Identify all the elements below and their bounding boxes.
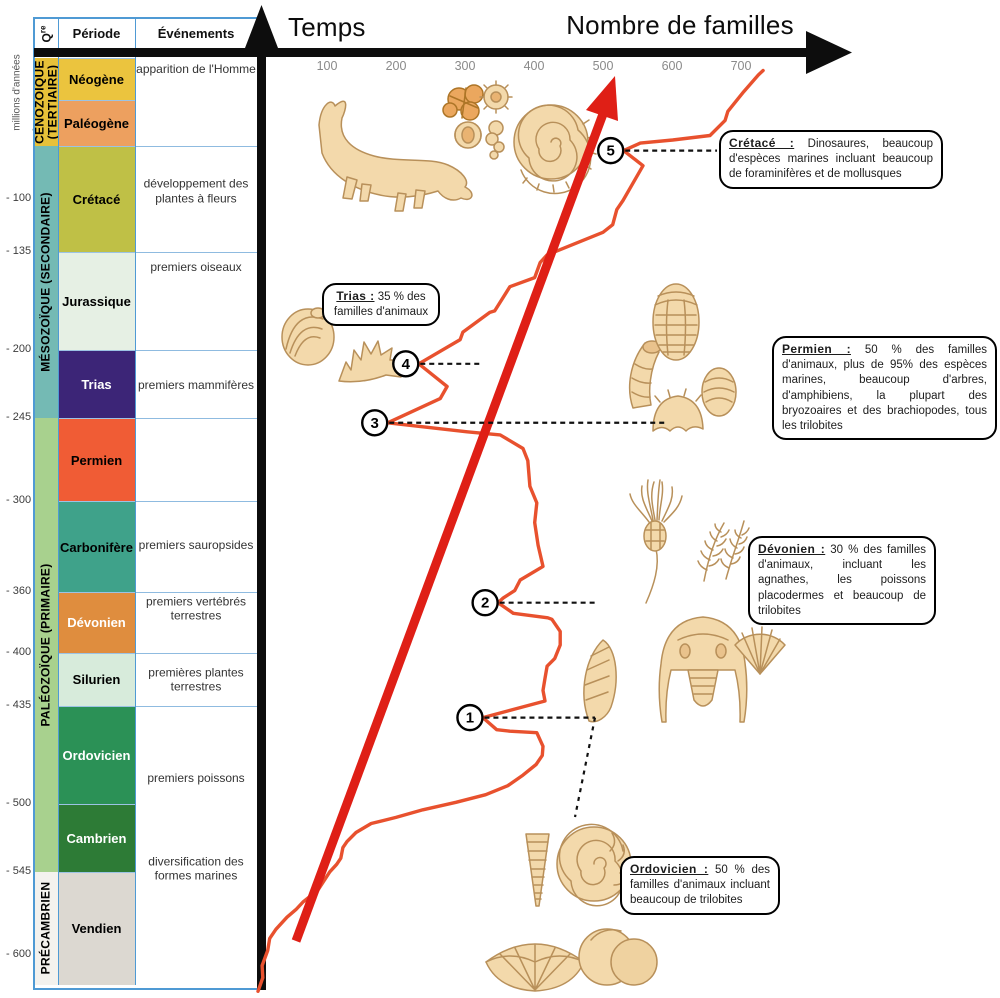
time-tick-label: - 500 [6,796,32,809]
annotation-box-devonien: Dévonien : 30 % des familles d'animaux, … [748,536,936,625]
foraminifera-illustrations [442,80,513,160]
column-header-quaternary: Qre [38,25,54,42]
period-cell-carbonifère: Carbonifère [58,501,135,593]
column-header-events: Événements [157,26,235,41]
conodont-fossil-illustration [338,340,404,383]
curved-shell-illustration [583,639,617,723]
time-tick-label: - 360 [6,585,32,598]
event-divider [135,592,257,594]
extinction-marker-1: 1 [456,703,484,732]
time-tick-label: - 200 [6,343,32,356]
event-divider [135,501,257,503]
time-tick-label: - 545 [6,864,32,877]
period-cell-ordovicien: Ordovicien [58,705,135,804]
svg-text:3: 3 [371,415,379,432]
annotation-box-permien: Permien : 50 % des familles d'animaux, p… [772,336,997,441]
event-divider [135,350,257,352]
event-label: diversification des formes marines [148,854,244,883]
period-cell-paléogène: Paléogène [58,99,135,147]
extinction-marker-3: 3 [361,409,389,437]
annotation-box-trias: Trias : 35 % des familles d'animaux [322,283,440,327]
round-shells-illustration [578,928,658,986]
period-cell-jurassique: Jurassique [58,251,135,351]
era-cell-mésozoïque (secondaire): MÉSOZOÏQUE (SECONDAIRE) [34,146,58,419]
period-cell-dévonien: Dévonien [58,592,135,653]
event-label: premiers poissons [147,770,245,785]
time-tick-label: - 400 [6,645,32,658]
event-divider [135,705,257,707]
annotation-box-cretace: Crétacé : Dinosaures, beaucoup d'espèces… [719,130,943,189]
marker-connector-bend-1 [573,717,597,818]
era-label: PALÉOZOÏQUE (PRIMAIRE) [38,563,53,727]
event-label: développement des plantes à fleurs [143,177,249,206]
event-label: premiers oiseaux [150,259,242,274]
event-label: premiers vertébrés terrestres [145,594,247,623]
ammonite-illustration [513,104,597,195]
event-label: premiers mammifères [137,377,254,392]
period-cell-vendien: Vendien [58,871,135,985]
scallop-illustration [734,626,786,675]
families-axis-label: Nombre de familles [566,10,794,40]
era-cell-paléozoïque (primaire): PALÉOZOÏQUE (PRIMAIRE) [34,418,58,872]
time-tick-label: - 100 [6,192,32,204]
trilobite-illustration [652,283,700,361]
time-axis [245,5,278,990]
era-label: CÉNOZOÏQUE(TERTIAIRE) [32,60,59,145]
families-tick-label: 400 [523,59,545,73]
svg-text:4: 4 [402,356,411,373]
time-tick-label: - 245 [6,411,32,424]
horn-coral-illustration [628,340,662,409]
extinction-marker-2: 2 [471,589,499,617]
sauropod-dinosaur-illustration [318,100,473,212]
extinction-marker-4: 4 [392,350,420,378]
time-tick-label: - 600 [6,948,32,960]
period-cell-silurien: Silurien [58,652,135,706]
period-cell-crétacé: Crétacé [58,146,135,252]
turritella-shell-illustration [525,833,550,907]
families-tick-label: 600 [661,59,683,73]
annotation-box-ordovicien: Ordovicien : 50 % des familles d'animaux… [620,856,780,915]
column-header-period: Période [72,26,121,41]
period-cell-trias: Trias [58,350,135,419]
spiny-trilobite-illustration [658,616,748,723]
event-divider [135,251,257,253]
brachiopod-illustration [485,943,585,992]
families-tick-label: 200 [385,59,407,73]
families-tick-label: 100 [316,59,338,73]
crinoid-illustration [629,479,683,604]
fern-illustration [697,520,750,582]
era-cell-précambrien: PRÉCAMBRIEN [34,871,58,985]
event-label: premières plantes terrestres [148,665,244,694]
svg-text:1: 1 [466,710,474,727]
period-cell-cambrien: Cambrien [58,803,135,872]
svg-text:2: 2 [481,595,489,612]
period-cell-néogène: Néogène [58,58,135,100]
era-label: PRÉCAMBRIEN [38,882,53,975]
trend-arrow [291,76,618,943]
fossil-illustrations [281,80,786,992]
event-label: apparition de l'Homme [136,61,256,76]
time-tick-label: - 135 [6,244,32,257]
time-tick-label: - 300 [6,494,32,507]
event-label: premiers sauropsides [138,538,254,553]
families-curve [256,68,765,993]
era-cell-cénozoïque: CÉNOZOÏQUE(TERTIAIRE) [32,58,59,147]
oval-shell-illustration [701,367,737,417]
svg-text:5: 5 [607,143,615,160]
event-divider [135,146,257,148]
event-divider [135,418,257,420]
era-label: MÉSOZOÏQUE (SECONDAIRE) [38,192,53,372]
families-tick-label: 300 [454,59,476,73]
families-tick-label: 700 [730,59,752,73]
time-tick-label: - 435 [6,698,32,711]
families-tick-label: 500 [592,59,614,73]
event-divider [135,652,257,654]
helmet-fossil-illustration [652,388,704,432]
period-cell-permien: Permien [58,418,135,502]
time-axis-label: Temps [288,12,366,42]
extinction-marker-5: 5 [597,136,625,165]
